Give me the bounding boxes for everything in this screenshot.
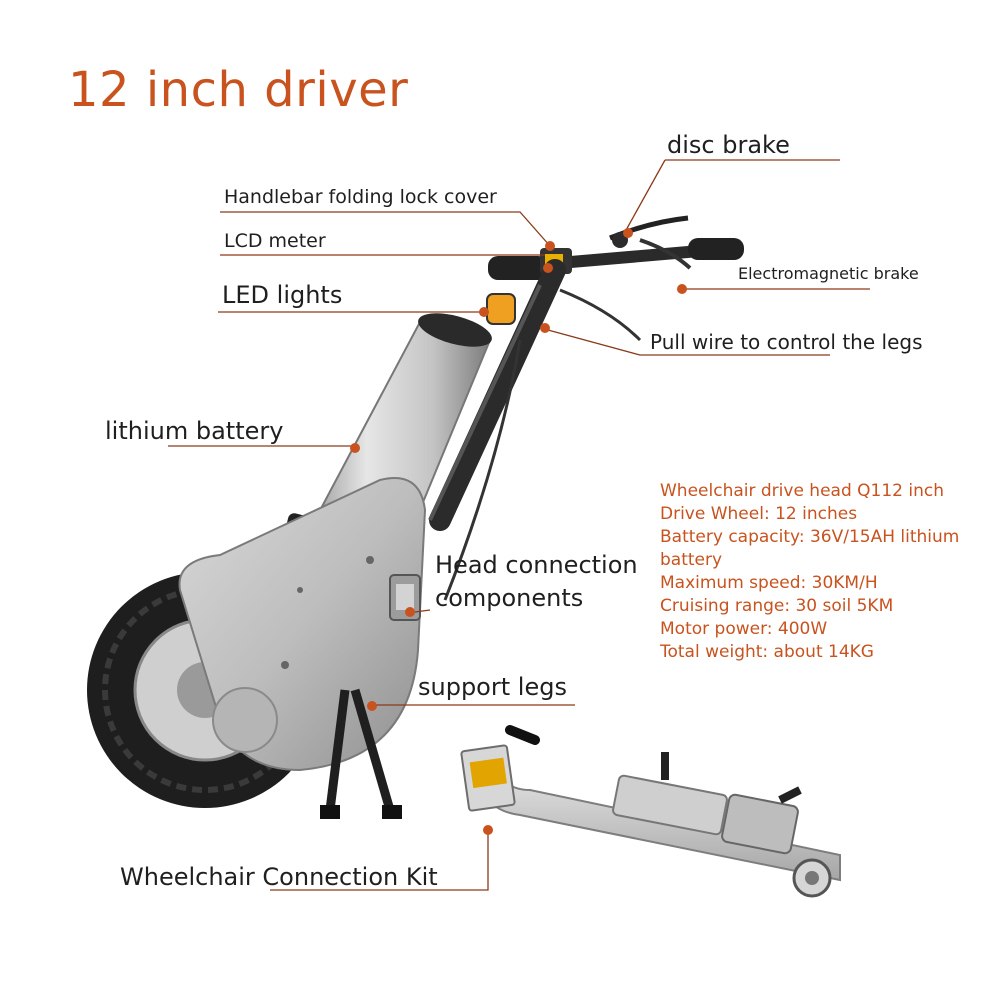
label-head-connection: Head connection — [435, 551, 638, 579]
spec-item: Cruising range: 30 soil 5KM — [660, 596, 894, 616]
spec-item: Motor power: 400W — [660, 619, 828, 639]
label-head-connection-2: components — [435, 584, 584, 612]
label-led-lights: LED lights — [222, 281, 343, 309]
page-title: 12 inch driver — [68, 62, 409, 118]
head-connection-block — [389, 574, 421, 621]
spec-item: Drive Wheel: 12 inches — [660, 504, 858, 524]
label-disc-brake: disc brake — [667, 131, 790, 159]
label-support-legs: support legs — [418, 673, 567, 701]
spec-item: Total weight: about 14KG — [660, 642, 874, 662]
spec-item: Maximum speed: 30KM/H — [660, 573, 878, 593]
spec-list: Wheelchair drive head Q112 inch Drive Wh… — [660, 480, 980, 664]
leader-disc-brake-pointer — [624, 159, 666, 233]
leader-handlebar-lock — [220, 211, 551, 247]
support-legs-graphic — [320, 688, 402, 819]
leader-connection-kit — [270, 830, 489, 891]
motor-housing — [178, 477, 427, 772]
label-handlebar-lock: Handlebar folding lock cover — [224, 186, 497, 208]
label-lithium-battery: lithium battery — [105, 417, 284, 445]
leader-dots — [350, 228, 687, 835]
leader-pull-wire — [547, 329, 830, 356]
leader-lines — [168, 159, 870, 891]
connection-kit-graphic — [460, 725, 841, 898]
label-pull-wire: Pull wire to control the legs — [650, 330, 923, 354]
handlebar — [488, 215, 744, 280]
leader-head-connection — [414, 609, 431, 613]
spec-item: Battery capacity: 36V/15AH lithium batte… — [660, 527, 960, 570]
spec-item: Wheelchair drive head Q112 inch — [660, 481, 945, 501]
label-lcd-meter: LCD meter — [224, 230, 326, 252]
steering-stem — [428, 259, 642, 601]
label-electromagnetic-brake: Electromagnetic brake — [738, 264, 919, 283]
label-connection-kit: Wheelchair Connection Kit — [120, 863, 438, 891]
